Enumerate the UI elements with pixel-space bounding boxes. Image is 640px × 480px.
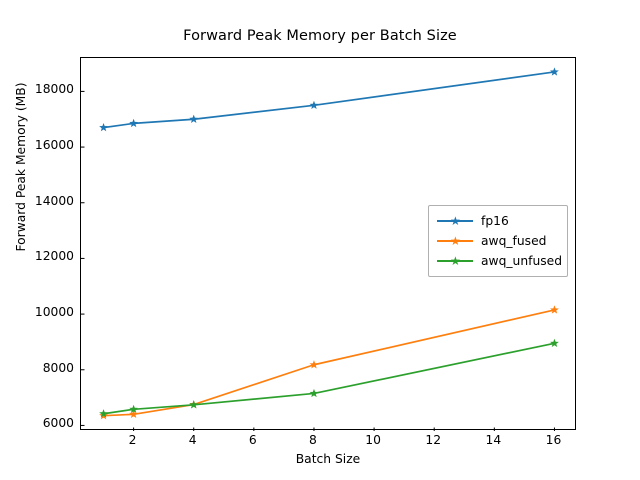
y-tick-label: 16000: [34, 138, 74, 153]
legend-label: awq_fused: [481, 234, 547, 248]
data-point: [309, 100, 319, 110]
y-tick-label: 10000: [34, 305, 74, 320]
legend-item-fp16: ★ fp16: [437, 212, 509, 230]
legend-swatch-icon: ★: [437, 213, 473, 229]
data-point: [129, 404, 138, 414]
legend-swatch-icon: ★: [437, 253, 473, 269]
plot-area: [80, 57, 576, 431]
legend-item-awq_unfused: ★ awq_unfused: [437, 252, 562, 270]
data-point: [550, 338, 559, 348]
x-tick-label: 6: [248, 433, 257, 447]
x-axis-label: Batch Size: [295, 452, 361, 466]
data-point: [189, 400, 199, 409]
legend-item-awq_fused: ★ awq_fused: [437, 232, 546, 250]
data-point: [129, 409, 138, 419]
data-point: [129, 118, 138, 128]
series-fp16: [99, 67, 559, 132]
data-point: [309, 360, 319, 369]
x-tick-label: 12: [425, 433, 442, 447]
legend-label: awq_unfused: [481, 254, 563, 268]
legend: ★ fp16 ★ awq_fused ★ awq_unfused: [428, 205, 568, 277]
series-awq_fused: [99, 305, 559, 420]
x-tick-label: 4: [188, 433, 197, 447]
legend-label: fp16: [481, 214, 509, 228]
series-awq_unfused: [99, 338, 559, 418]
data-point: [99, 409, 108, 418]
y-tick-label: 8000: [42, 360, 74, 375]
data-point: [309, 388, 319, 398]
legend-swatch-icon: ★: [437, 233, 473, 249]
x-tick-label: 16: [545, 433, 562, 447]
y-tick-label: 18000: [34, 82, 74, 97]
y-axis-label: Forward Peak Memory (MB): [14, 82, 28, 252]
data-point: [99, 122, 108, 132]
data-point: [550, 305, 559, 314]
axis-ticks: [81, 90, 555, 431]
x-tick-label: 10: [365, 433, 381, 447]
y-tick-label: 14000: [34, 193, 74, 208]
data-point: [189, 114, 199, 123]
y-tick-label: 6000: [42, 416, 74, 431]
y-tick-label: 12000: [34, 249, 74, 264]
plot-canvas: [81, 67, 559, 431]
data-point: [550, 67, 559, 76]
x-tick-label: 2: [128, 433, 137, 447]
page-title: Forward Peak Memory per Batch Size: [183, 28, 457, 44]
x-tick-label: 14: [485, 433, 502, 447]
x-tick-label: 8: [309, 433, 317, 447]
